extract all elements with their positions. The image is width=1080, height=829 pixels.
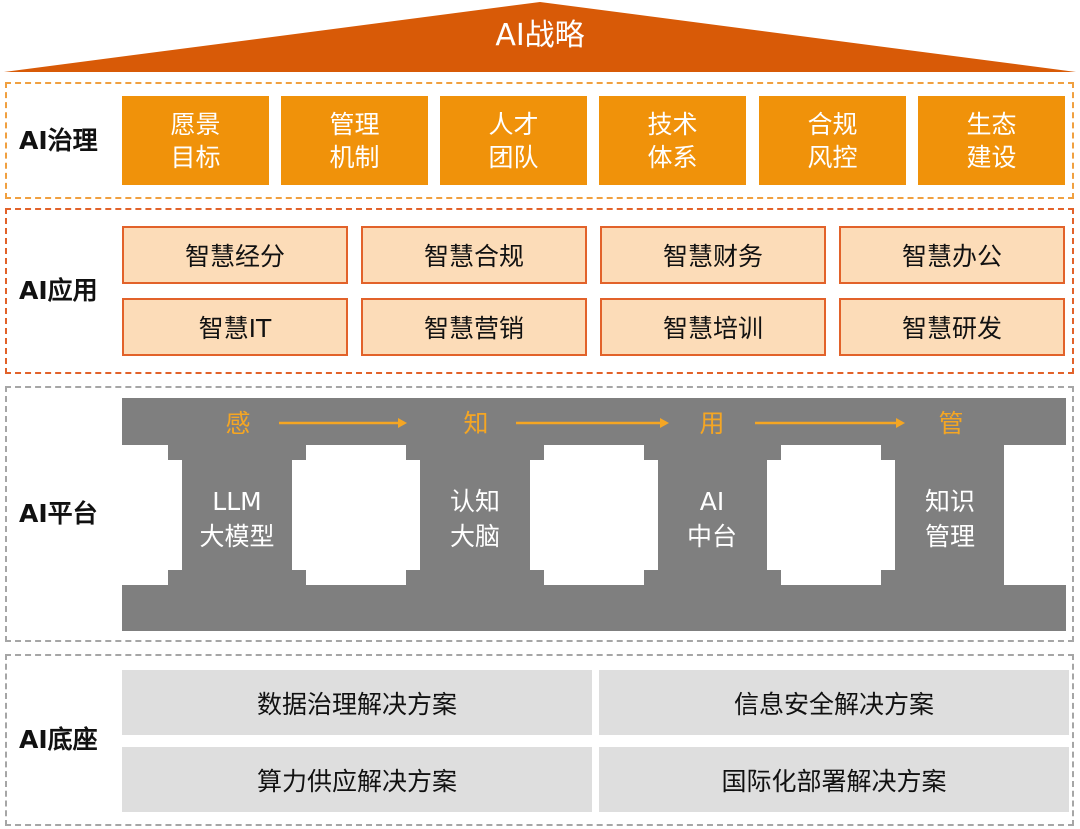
governance-item-ecosystem: 生态 建设 [918, 96, 1065, 185]
foundation-item: 国际化部署解决方案 [599, 747, 1069, 812]
foundation-item: 算力供应解决方案 [122, 747, 592, 812]
governance-item-compliance: 合规 风控 [759, 96, 906, 185]
pillar-line1: 知识 [924, 487, 975, 516]
governance-label: AI治理 [19, 125, 98, 155]
governance-item-technology: 技术 体系 [599, 96, 746, 185]
pillar-line2: 管理 [924, 522, 975, 551]
governance-item-line2: 目标 [170, 142, 221, 172]
foundation-label: AI底座 [19, 725, 98, 754]
flow-arrow-3 [755, 418, 905, 428]
governance-item-line2: 风控 [807, 142, 858, 172]
pillar-line2: 大脑 [449, 522, 500, 551]
flow-arrow-1 [279, 418, 407, 428]
application-section: AI应用 [5, 208, 1074, 374]
pillar-line1: AI [699, 487, 725, 516]
governance-section: AI治理 [5, 82, 1074, 199]
flow-step-know: 知 [463, 409, 489, 438]
pillar-knowledge-management: 知识 管理 [885, 484, 1015, 554]
governance-item-line2: 机制 [329, 142, 380, 172]
governance-item-line1: 合规 [807, 109, 858, 139]
roof-shape [4, 2, 1076, 72]
flow-arrow-2 [516, 418, 669, 428]
application-item: 智慧研发 [839, 298, 1065, 356]
pillar-ai-middle-platform: AI 中台 [647, 484, 777, 554]
flow-step-sense: 感 [225, 409, 251, 438]
application-item: 智慧营销 [361, 298, 587, 356]
foundation-item: 信息安全解决方案 [599, 670, 1069, 735]
application-item: 智慧办公 [839, 226, 1065, 284]
governance-item-line1: 愿景 [170, 109, 221, 139]
application-item: 智慧财务 [600, 226, 826, 284]
strategy-roof [4, 2, 1076, 72]
governance-item-line2: 团队 [488, 142, 539, 172]
application-item: 智慧经分 [122, 226, 348, 284]
governance-item-talent: 人才 团队 [440, 96, 587, 185]
governance-item-line1: 技术 [647, 109, 698, 139]
governance-item-line1: 人才 [488, 109, 539, 139]
application-item: 智慧培训 [600, 298, 826, 356]
pillar-cognitive-brain: 认知 大脑 [410, 484, 540, 554]
pillar-line2: 大模型 [199, 522, 275, 551]
application-item: 智慧IT [122, 298, 348, 356]
foundation-item: 数据治理解决方案 [122, 670, 592, 735]
pillar-line1: LLM [212, 487, 262, 516]
application-label: AI应用 [19, 276, 98, 305]
strategy-title: AI战略 [495, 18, 585, 53]
governance-item-line2: 建设 [966, 142, 1017, 172]
foundation-section: AI底座 [5, 654, 1074, 826]
pillar-line1: 认知 [449, 487, 500, 516]
pillar-line2: 中台 [686, 522, 737, 551]
platform-section: AI平台 [5, 386, 1074, 642]
platform-label: AI平台 [19, 499, 98, 528]
platform-frame [122, 398, 1066, 631]
flow-step-use: 用 [699, 409, 725, 438]
governance-item-line1: 生态 [966, 109, 1017, 139]
governance-item-line1: 管理 [329, 109, 380, 139]
pillar-llm: LLM 大模型 [172, 484, 302, 554]
governance-item-line2: 体系 [647, 142, 698, 172]
flow-step-manage: 管 [938, 409, 964, 438]
application-item: 智慧合规 [361, 226, 587, 284]
governance-item-management: 管理 机制 [281, 96, 428, 185]
governance-item-vision: 愿景 目标 [122, 96, 269, 185]
